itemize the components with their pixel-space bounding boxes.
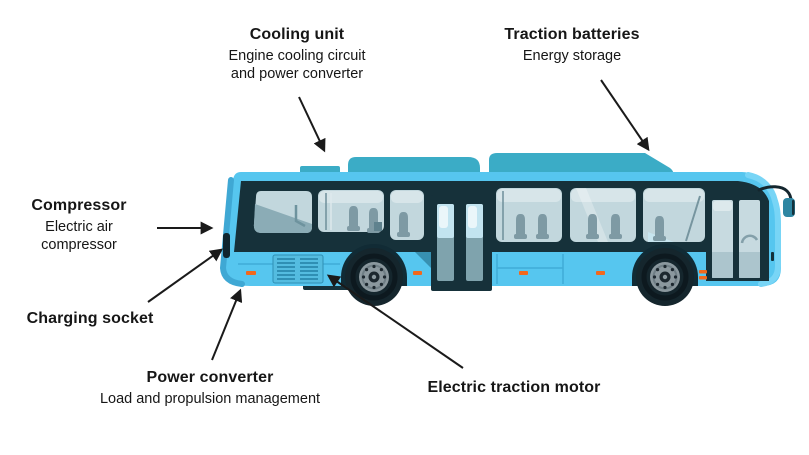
label-subtitle: and power converter: [230, 65, 364, 82]
front-door-handle: [771, 252, 774, 261]
rear-wheel: [341, 244, 407, 306]
side-mirror: [757, 185, 795, 217]
middle-door-pane: [437, 204, 454, 281]
arrow-power-converter: [211, 288, 243, 361]
label-subtitle: Load and propulsion management: [99, 391, 321, 407]
arrow-traction-motor: [326, 274, 464, 369]
label-charging-socket: Charging socket: [27, 310, 154, 332]
middle-door: [415, 195, 492, 291]
bus-window: [390, 190, 424, 240]
label-traction-batteries: Traction batteries Energy storage: [504, 26, 639, 66]
bus-window: [318, 190, 384, 233]
arrow-traction-batteries: [600, 79, 650, 152]
middle-door-pane: [466, 204, 483, 281]
label-title: Traction batteries: [504, 26, 640, 43]
bus-window: [643, 188, 705, 242]
bus-window: [570, 188, 636, 242]
side-marker-lights: [246, 270, 707, 280]
rear-edge-shade: [219, 177, 245, 287]
label-cooling-unit: Cooling unit Engine cooling circuit and …: [228, 26, 365, 84]
charging-socket: [223, 233, 230, 258]
label-title: Compressor: [31, 197, 127, 214]
arrow-cooling-unit: [298, 96, 326, 153]
label-subtitle: Electric air: [45, 219, 113, 235]
label-subtitle: Energy storage: [522, 48, 622, 64]
label-title: Cooling unit: [249, 26, 345, 43]
front-door: [712, 200, 760, 278]
front-wheel: [632, 244, 698, 306]
front-door-pane: [712, 200, 733, 278]
label-subtitle: Engine cooling circuit: [228, 48, 366, 64]
steering-wheel-silhouette: [740, 234, 759, 244]
rear-window: [253, 191, 312, 233]
label-traction-motor: Electric traction motor: [427, 379, 600, 401]
door-step-shadow: [415, 252, 431, 268]
front-door-pane: [739, 200, 760, 278]
arrow-charging-socket: [147, 248, 224, 303]
rear-window-wiper: [294, 205, 306, 228]
label-title: Power converter: [146, 369, 274, 386]
bus-window: [496, 188, 562, 242]
label-subtitle: compressor: [41, 236, 117, 253]
body-panel-seams: [238, 254, 564, 284]
roof-battery-pack-2: [489, 153, 674, 177]
motor-grille: [272, 254, 324, 284]
label-title: Charging socket: [26, 310, 154, 327]
callout-arrows: [147, 79, 650, 369]
front-edge-highlight: [745, 172, 781, 287]
label-compressor: Compressor Electric air compressor: [31, 197, 126, 255]
label-title: Electric traction motor: [427, 379, 601, 396]
label-power-converter: Power converter Load and propulsion mana…: [100, 369, 320, 409]
